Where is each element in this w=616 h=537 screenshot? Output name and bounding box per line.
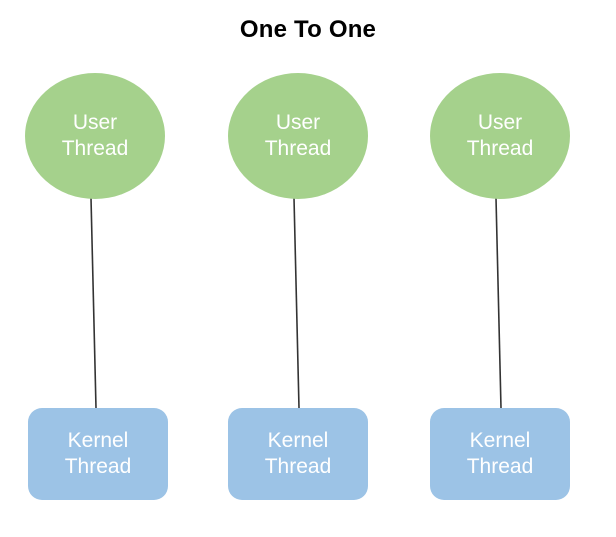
kernel-thread-node[interactable]: Kernel Thread	[28, 408, 168, 500]
user-thread-label: User Thread	[264, 111, 332, 160]
kernel-thread-label: Kernel Thread	[264, 429, 332, 478]
connector-line	[293, 197, 300, 409]
kernel-thread-node[interactable]: Kernel Thread	[430, 408, 570, 500]
user-thread-node[interactable]: User Thread	[430, 73, 570, 199]
user-thread-label: User Thread	[61, 111, 129, 160]
connector-line	[495, 197, 502, 409]
user-thread-label: User Thread	[466, 111, 534, 160]
page-title: One To One	[239, 16, 377, 43]
kernel-thread-label: Kernel Thread	[64, 429, 132, 478]
connector-line	[90, 197, 97, 409]
user-thread-node[interactable]: User Thread	[25, 73, 165, 199]
kernel-thread-label: Kernel Thread	[466, 429, 534, 478]
kernel-thread-node[interactable]: Kernel Thread	[228, 408, 368, 500]
user-thread-node[interactable]: User Thread	[228, 73, 368, 199]
